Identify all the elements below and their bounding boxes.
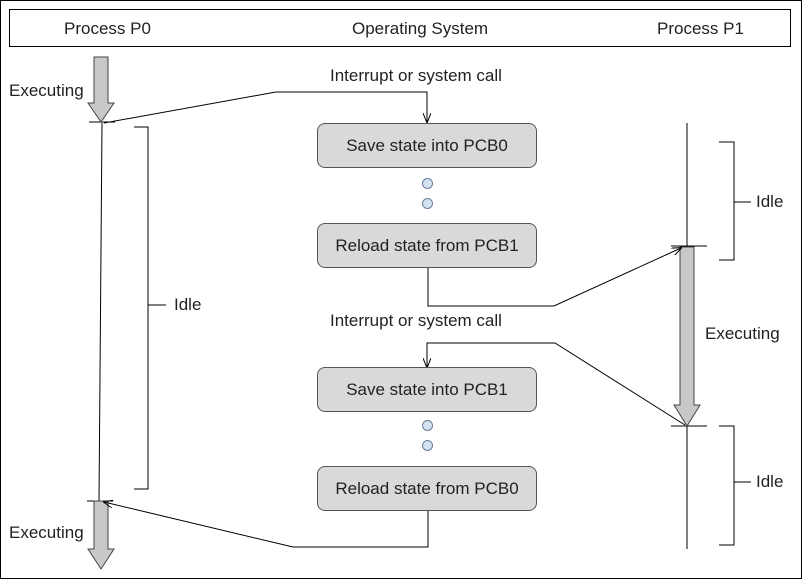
save-state-pcb1-box: Save state into PCB1 [317, 367, 537, 412]
p1-idle-label-top: Idle [756, 192, 784, 211]
p0-idle-bracket [134, 126, 149, 490]
ellipsis-dot [422, 440, 433, 451]
p0-executing-arrow-top [87, 56, 115, 123]
p0-executing-arrow-bottom [87, 500, 115, 570]
p1-executing-label: Executing [705, 324, 780, 343]
process-p1-header: Process P1 [657, 19, 744, 38]
connector-reload-pcb1-to-p1 [427, 248, 681, 307]
p1-executing-arrow [673, 246, 701, 427]
connector-reload-pcb0-to-p0 [104, 502, 429, 548]
save-state-pcb0-box: Save state into PCB0 [317, 123, 537, 168]
p0-idle-label: Idle [174, 295, 202, 314]
ellipsis-dot [422, 420, 433, 431]
header-bar: Process P0 Operating System Process P1 [9, 9, 791, 47]
process-p0-header: Process P0 [64, 19, 151, 38]
reload-state-pcb1-box: Reload state from PCB1 [317, 223, 537, 268]
p0-executing-label-top: Executing [9, 81, 84, 100]
p1-idle-bracket-top [719, 141, 735, 261]
p1-idle-label-bottom: Idle [756, 472, 784, 491]
p0-timeline [98, 122, 103, 502]
ellipsis-dot [422, 198, 433, 209]
ellipsis-dot [422, 178, 433, 189]
connector-p1-to-save-pcb1 [427, 342, 686, 426]
reload-state-pcb0-box: Reload state from PCB0 [317, 466, 537, 511]
interrupt-label-top: Interrupt or system call [330, 66, 502, 85]
connector-p0-to-save-pcb0 [103, 91, 427, 124]
p0-executing-label-bottom: Executing [9, 523, 84, 542]
p1-idle-bracket-bottom [719, 425, 735, 546]
interrupt-label-bottom: Interrupt or system call [330, 311, 502, 330]
operating-system-header: Operating System [352, 19, 489, 38]
